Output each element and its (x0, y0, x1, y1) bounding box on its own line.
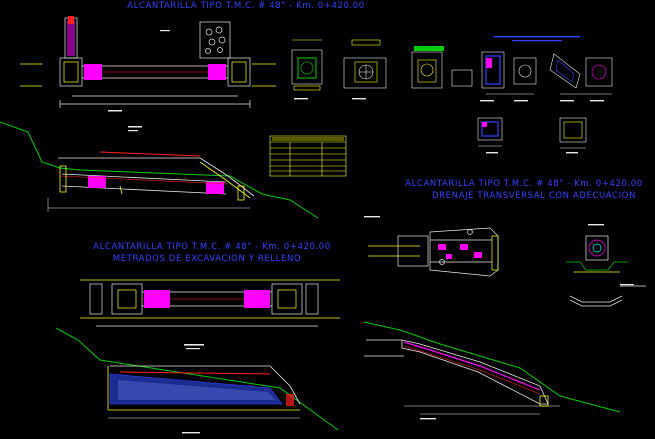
box-culvert-details (477, 51, 613, 149)
adequation-plan-view (368, 227, 499, 277)
annotation-marks (108, 30, 634, 434)
longitudinal-profile-1 (0, 121, 319, 219)
title-right-2: DRENAJE TRANSVERSAL CON ADECUACION (432, 191, 636, 201)
title-top: ALCANTARILLA TIPO T.M.C. # 48" - Km. 0+4… (127, 1, 365, 11)
title-middle-left-2: METRADOS DE EXCAVACION Y RELLENO (113, 254, 301, 264)
excavation-profile (55, 327, 339, 431)
top-plan-view (20, 16, 276, 108)
title-right-1: ALCANTARILLA TIPO T.M.C. # 48" - Km. 0+4… (405, 179, 643, 189)
section-details-top (291, 39, 473, 91)
quantities-table (269, 135, 347, 177)
title-middle-left-1: ALCANTARILLA TIPO T.M.C. # 48" - Km. 0+4… (93, 242, 331, 252)
adequation-section (566, 235, 646, 307)
adequation-profile (363, 321, 621, 415)
middle-plan-view (80, 279, 340, 327)
